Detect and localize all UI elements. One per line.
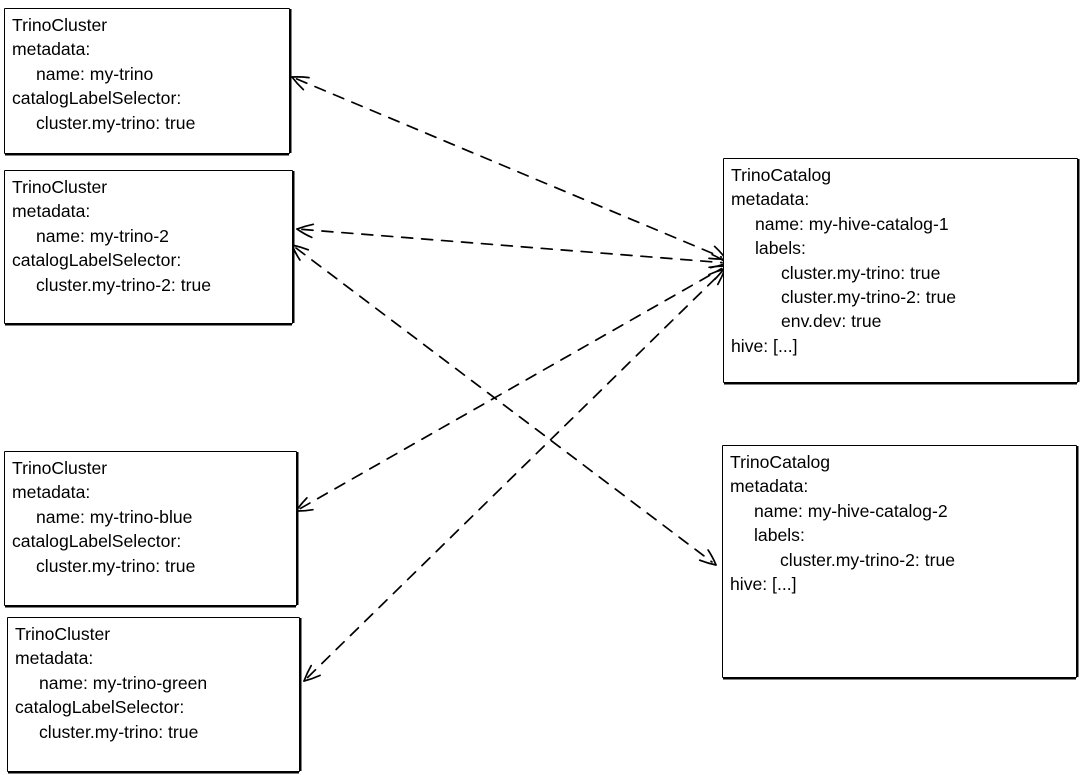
- resource-kind-label: TrinoCluster: [12, 177, 108, 197]
- yaml-line: cluster.my-trino: true: [781, 262, 941, 283]
- yaml-line: hive: [...]: [731, 335, 798, 356]
- yaml-line: cluster.my-trino: true: [36, 555, 196, 576]
- yaml-line: metadata:: [731, 189, 810, 210]
- yaml-line: name: my-hive-catalog-2: [754, 500, 948, 521]
- yaml-line: name: my-trino-green: [39, 672, 208, 693]
- trino-catalog-box-my-hive-catalog-1: TrinoCatalog metadata: name: my-hive-cat…: [723, 158, 1078, 383]
- yaml-line: cluster.my-trino: true: [39, 721, 199, 742]
- yaml-line: name: my-trino-2: [36, 225, 169, 246]
- yaml-line: catalogLabelSelector:: [12, 88, 182, 109]
- yaml-line: cluster.my-trino-2: true: [36, 274, 212, 295]
- yaml-line: cluster.my-trino-2: true: [781, 287, 957, 308]
- yaml-line: metadata:: [730, 476, 809, 497]
- trino-cluster-box-my-trino: TrinoCluster metadata: name: my-trino ca…: [4, 8, 290, 154]
- trino-catalog-box-my-hive-catalog-2: TrinoCatalog metadata: name: my-hive-cat…: [722, 445, 1077, 678]
- resource-kind-label: TrinoCluster: [12, 458, 108, 478]
- yaml-line: cluster.my-trino-2: true: [780, 549, 956, 570]
- yaml-line: labels:: [755, 238, 806, 259]
- yaml-line: labels:: [754, 525, 805, 546]
- yaml-line: metadata:: [15, 648, 94, 669]
- yaml-line: catalogLabelSelector:: [12, 531, 182, 552]
- resource-kind-label: TrinoCluster: [15, 624, 111, 644]
- resource-kind-label: TrinoCatalog: [730, 452, 831, 472]
- yaml-line: env.dev: true: [781, 311, 882, 332]
- yaml-line: metadata:: [12, 39, 91, 60]
- yaml-line: metadata:: [12, 482, 91, 503]
- resource-kind-label: TrinoCluster: [12, 15, 108, 35]
- yaml-line: metadata:: [12, 201, 91, 222]
- trino-cluster-box-my-trino-green: TrinoCluster metadata: name: my-trino-gr…: [7, 617, 300, 772]
- yaml-line: name: my-trino-blue: [36, 506, 193, 527]
- resource-kind-label: TrinoCatalog: [731, 165, 832, 185]
- trino-cluster-box-my-trino-2: TrinoCluster metadata: name: my-trino-2 …: [4, 170, 293, 324]
- yaml-line: cluster.my-trino: true: [36, 112, 196, 133]
- yaml-line: catalogLabelSelector:: [12, 250, 182, 271]
- yaml-line: hive: [...]: [730, 574, 797, 595]
- yaml-line: catalogLabelSelector:: [15, 697, 185, 718]
- yaml-line: name: my-trino: [36, 63, 154, 84]
- yaml-line: name: my-hive-catalog-1: [755, 213, 949, 234]
- trino-cluster-box-my-trino-blue: TrinoCluster metadata: name: my-trino-bl…: [4, 451, 297, 606]
